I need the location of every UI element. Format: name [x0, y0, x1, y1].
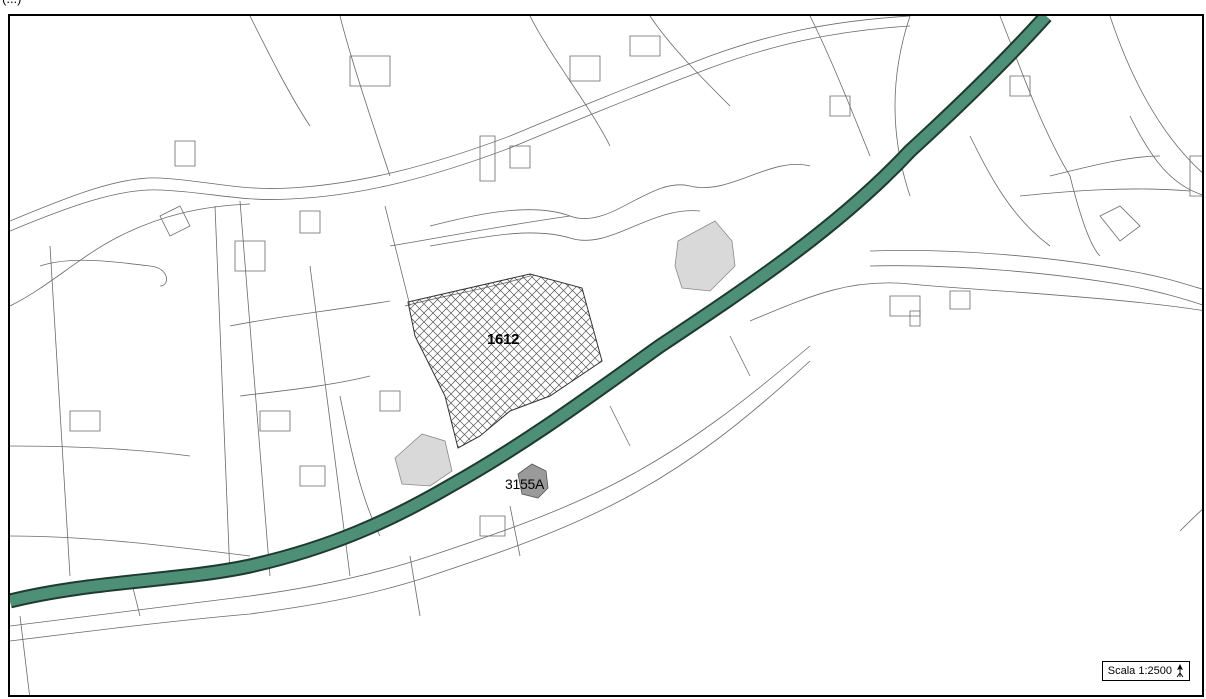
scale-indicator: Scala 1:2500 — [1101, 661, 1190, 681]
north-arrow-icon — [1176, 664, 1184, 678]
scale-label: Scala 1:2500 — [1107, 665, 1172, 677]
parcel-label-1612: 1612 — [487, 331, 520, 348]
road[interactable] — [10, 16, 1051, 607]
map-canvas[interactable] — [10, 16, 1204, 697]
marker-3155a[interactable] — [517, 463, 549, 499]
map-frame[interactable]: 1612 3155A Scala 1:2500 — [8, 14, 1204, 697]
parcel-1612[interactable] — [407, 273, 603, 449]
parcel-lines — [10, 16, 1202, 695]
building-footprints — [394, 220, 736, 487]
building-footprint[interactable] — [674, 220, 736, 292]
point-label-3155a: 3155A — [505, 476, 544, 492]
top-caption: (...) — [2, 0, 22, 6]
building-footprint[interactable] — [394, 433, 453, 487]
